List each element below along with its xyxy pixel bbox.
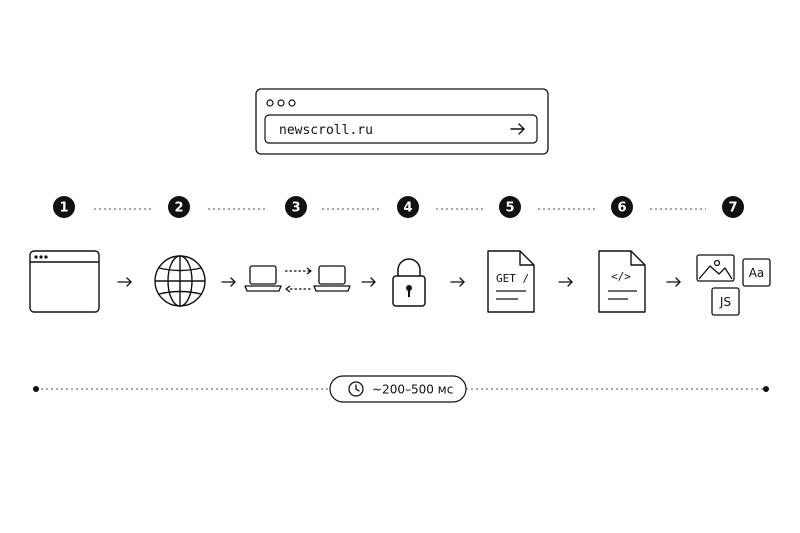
request-line: GET / xyxy=(496,272,529,285)
arrow-right-icon xyxy=(666,277,681,287)
timeline: ~200–500 мс xyxy=(33,375,769,403)
resources-icon: Aa JS xyxy=(696,254,771,316)
code-tag: </> xyxy=(611,270,631,283)
step-badge-3: 3 xyxy=(285,196,307,218)
dashed-arrow-left-icon xyxy=(285,285,311,293)
arrow-right-icon xyxy=(117,277,132,287)
padlock-icon xyxy=(392,258,426,307)
step-number: 6 xyxy=(617,201,626,216)
flow-arrows xyxy=(117,277,681,287)
arrow-right-icon xyxy=(450,277,465,287)
globe-icon xyxy=(154,255,206,307)
step-badge-4: 4 xyxy=(397,196,419,218)
font-label: Aa xyxy=(749,266,765,280)
laptops-exchange-icon xyxy=(244,265,351,293)
arrow-right-icon xyxy=(221,277,236,287)
duration-pill: ~200–500 мс xyxy=(329,375,467,403)
step-number: 4 xyxy=(403,201,412,216)
window-dot-icon[interactable] xyxy=(266,99,274,107)
request-document-icon: GET / xyxy=(487,250,535,313)
address-bar[interactable]: newscroll.ru xyxy=(264,114,538,144)
window-dot-icon[interactable] xyxy=(288,99,296,107)
font-file-icon: Aa xyxy=(742,258,771,287)
step-number: 2 xyxy=(174,201,183,216)
dashed-arrow-right-icon xyxy=(285,267,312,275)
script-file-icon: JS xyxy=(711,287,740,316)
image-file-icon xyxy=(696,254,735,282)
timeline-end-dot xyxy=(763,386,769,392)
go-arrow-icon[interactable] xyxy=(510,123,525,135)
step-badge-6: 6 xyxy=(611,196,633,218)
arrow-right-icon xyxy=(361,277,376,287)
step-number: 3 xyxy=(291,201,300,216)
laptop-icon xyxy=(244,265,282,292)
script-label: JS xyxy=(719,295,731,309)
step-badge-5: 5 xyxy=(499,196,521,218)
window-dot-icon[interactable] xyxy=(277,99,285,107)
timeline-start-dot xyxy=(33,386,39,392)
clock-icon xyxy=(348,381,364,397)
step-badge-2: 2 xyxy=(168,196,190,218)
step-number: 7 xyxy=(728,201,737,216)
step-badge-7: 7 xyxy=(722,196,744,218)
step-badge-1: 1 xyxy=(53,196,75,218)
step-badges: 1 2 3 4 5 6 7 xyxy=(53,196,744,218)
step-number: 5 xyxy=(505,201,514,216)
laptop-icon xyxy=(313,265,351,292)
window-controls xyxy=(266,99,296,107)
browser-window-icon xyxy=(29,250,100,313)
url-text[interactable]: newscroll.ru xyxy=(279,123,373,138)
duration-label: ~200–500 мс xyxy=(372,383,453,397)
step-number: 1 xyxy=(59,201,68,216)
code-document-icon: </> xyxy=(598,250,646,313)
browser-window: newscroll.ru xyxy=(255,88,549,155)
arrow-right-icon xyxy=(558,277,573,287)
